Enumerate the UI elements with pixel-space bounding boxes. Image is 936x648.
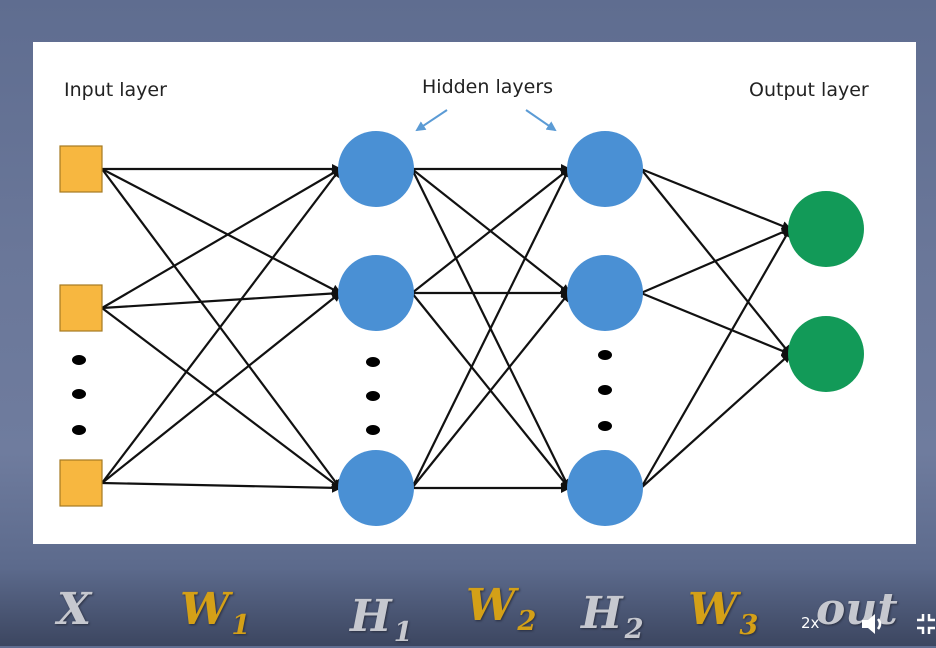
edge-input-hidden1-1-1	[101, 288, 342, 310]
input-layer-label: Input layer	[64, 79, 167, 101]
speaker-icon[interactable]	[860, 611, 888, 637]
edge-input-hidden1-2-1	[101, 291, 342, 484]
edge-hidden1-hidden2-2-1	[411, 291, 571, 489]
hidden2-ellipsis-dot-2	[598, 385, 612, 395]
input-node-3	[59, 459, 103, 507]
formula-out: out	[816, 584, 898, 635]
diagram-panel: Input layer Hidden layers Output layer	[33, 42, 916, 544]
hidden1-ellipsis-dot-3	[366, 425, 380, 435]
callout-arrow-right	[525, 109, 557, 132]
edge-input-hidden1-0-2	[101, 168, 342, 490]
formula-x: X	[57, 584, 92, 635]
edge-hidden2-output-2-0	[640, 227, 791, 489]
edge-hidden2-output-2-1	[640, 352, 792, 489]
edge-input-hidden1-2-0	[101, 167, 342, 484]
formula-h2: H2	[581, 588, 644, 645]
edge-input-hidden1-1-2	[101, 307, 342, 490]
fullscreen-icon[interactable]	[916, 613, 936, 635]
edge-input-hidden1-0-1	[101, 168, 342, 294]
playback-speed-button[interactable]: 2x	[801, 614, 820, 632]
callout-arrow-left	[415, 109, 448, 132]
edge-hidden2-output-1-1	[640, 291, 792, 356]
hidden1-ellipsis-dot-1	[366, 357, 380, 367]
input-ellipsis-dot-3	[72, 425, 86, 435]
input-ellipsis-dot-1	[72, 355, 86, 365]
output-node-2	[788, 316, 864, 392]
hidden2-node-3	[567, 450, 643, 526]
edge-input-hidden1-1-0	[101, 167, 342, 309]
hidden-layers-label: Hidden layers	[422, 76, 554, 98]
output-layer-label: Output layer	[749, 79, 869, 101]
formula-w1: W1	[180, 584, 251, 641]
hidden2-ellipsis-dot-1	[598, 350, 612, 360]
output-node-1	[788, 191, 864, 267]
edge-hidden1-hidden2-2-0	[411, 167, 570, 489]
hidden2-node-2	[567, 255, 643, 331]
hidden1-ellipsis-dot-2	[366, 391, 380, 401]
input-ellipsis-dot-2	[72, 389, 86, 399]
formula-h1: H1	[350, 591, 413, 648]
input-node-2	[59, 284, 103, 332]
formula-w2: W2	[466, 580, 537, 637]
hidden1-node-1	[338, 131, 414, 207]
hidden2-ellipsis-dot-3	[598, 421, 612, 431]
hidden2-node-1	[567, 131, 643, 207]
hidden1-node-3	[338, 450, 414, 526]
neural-network-diagram	[59, 109, 864, 526]
input-node-1	[59, 145, 103, 193]
edge-hidden2-output-0-0	[640, 167, 792, 231]
hidden1-node-2	[338, 255, 414, 331]
edge-hidden2-output-1-0	[640, 227, 792, 295]
formula-w3: W3	[688, 584, 759, 641]
edge-hidden1-hidden2-1-0	[411, 167, 571, 294]
edge-input-hidden1-2-2	[101, 481, 342, 493]
